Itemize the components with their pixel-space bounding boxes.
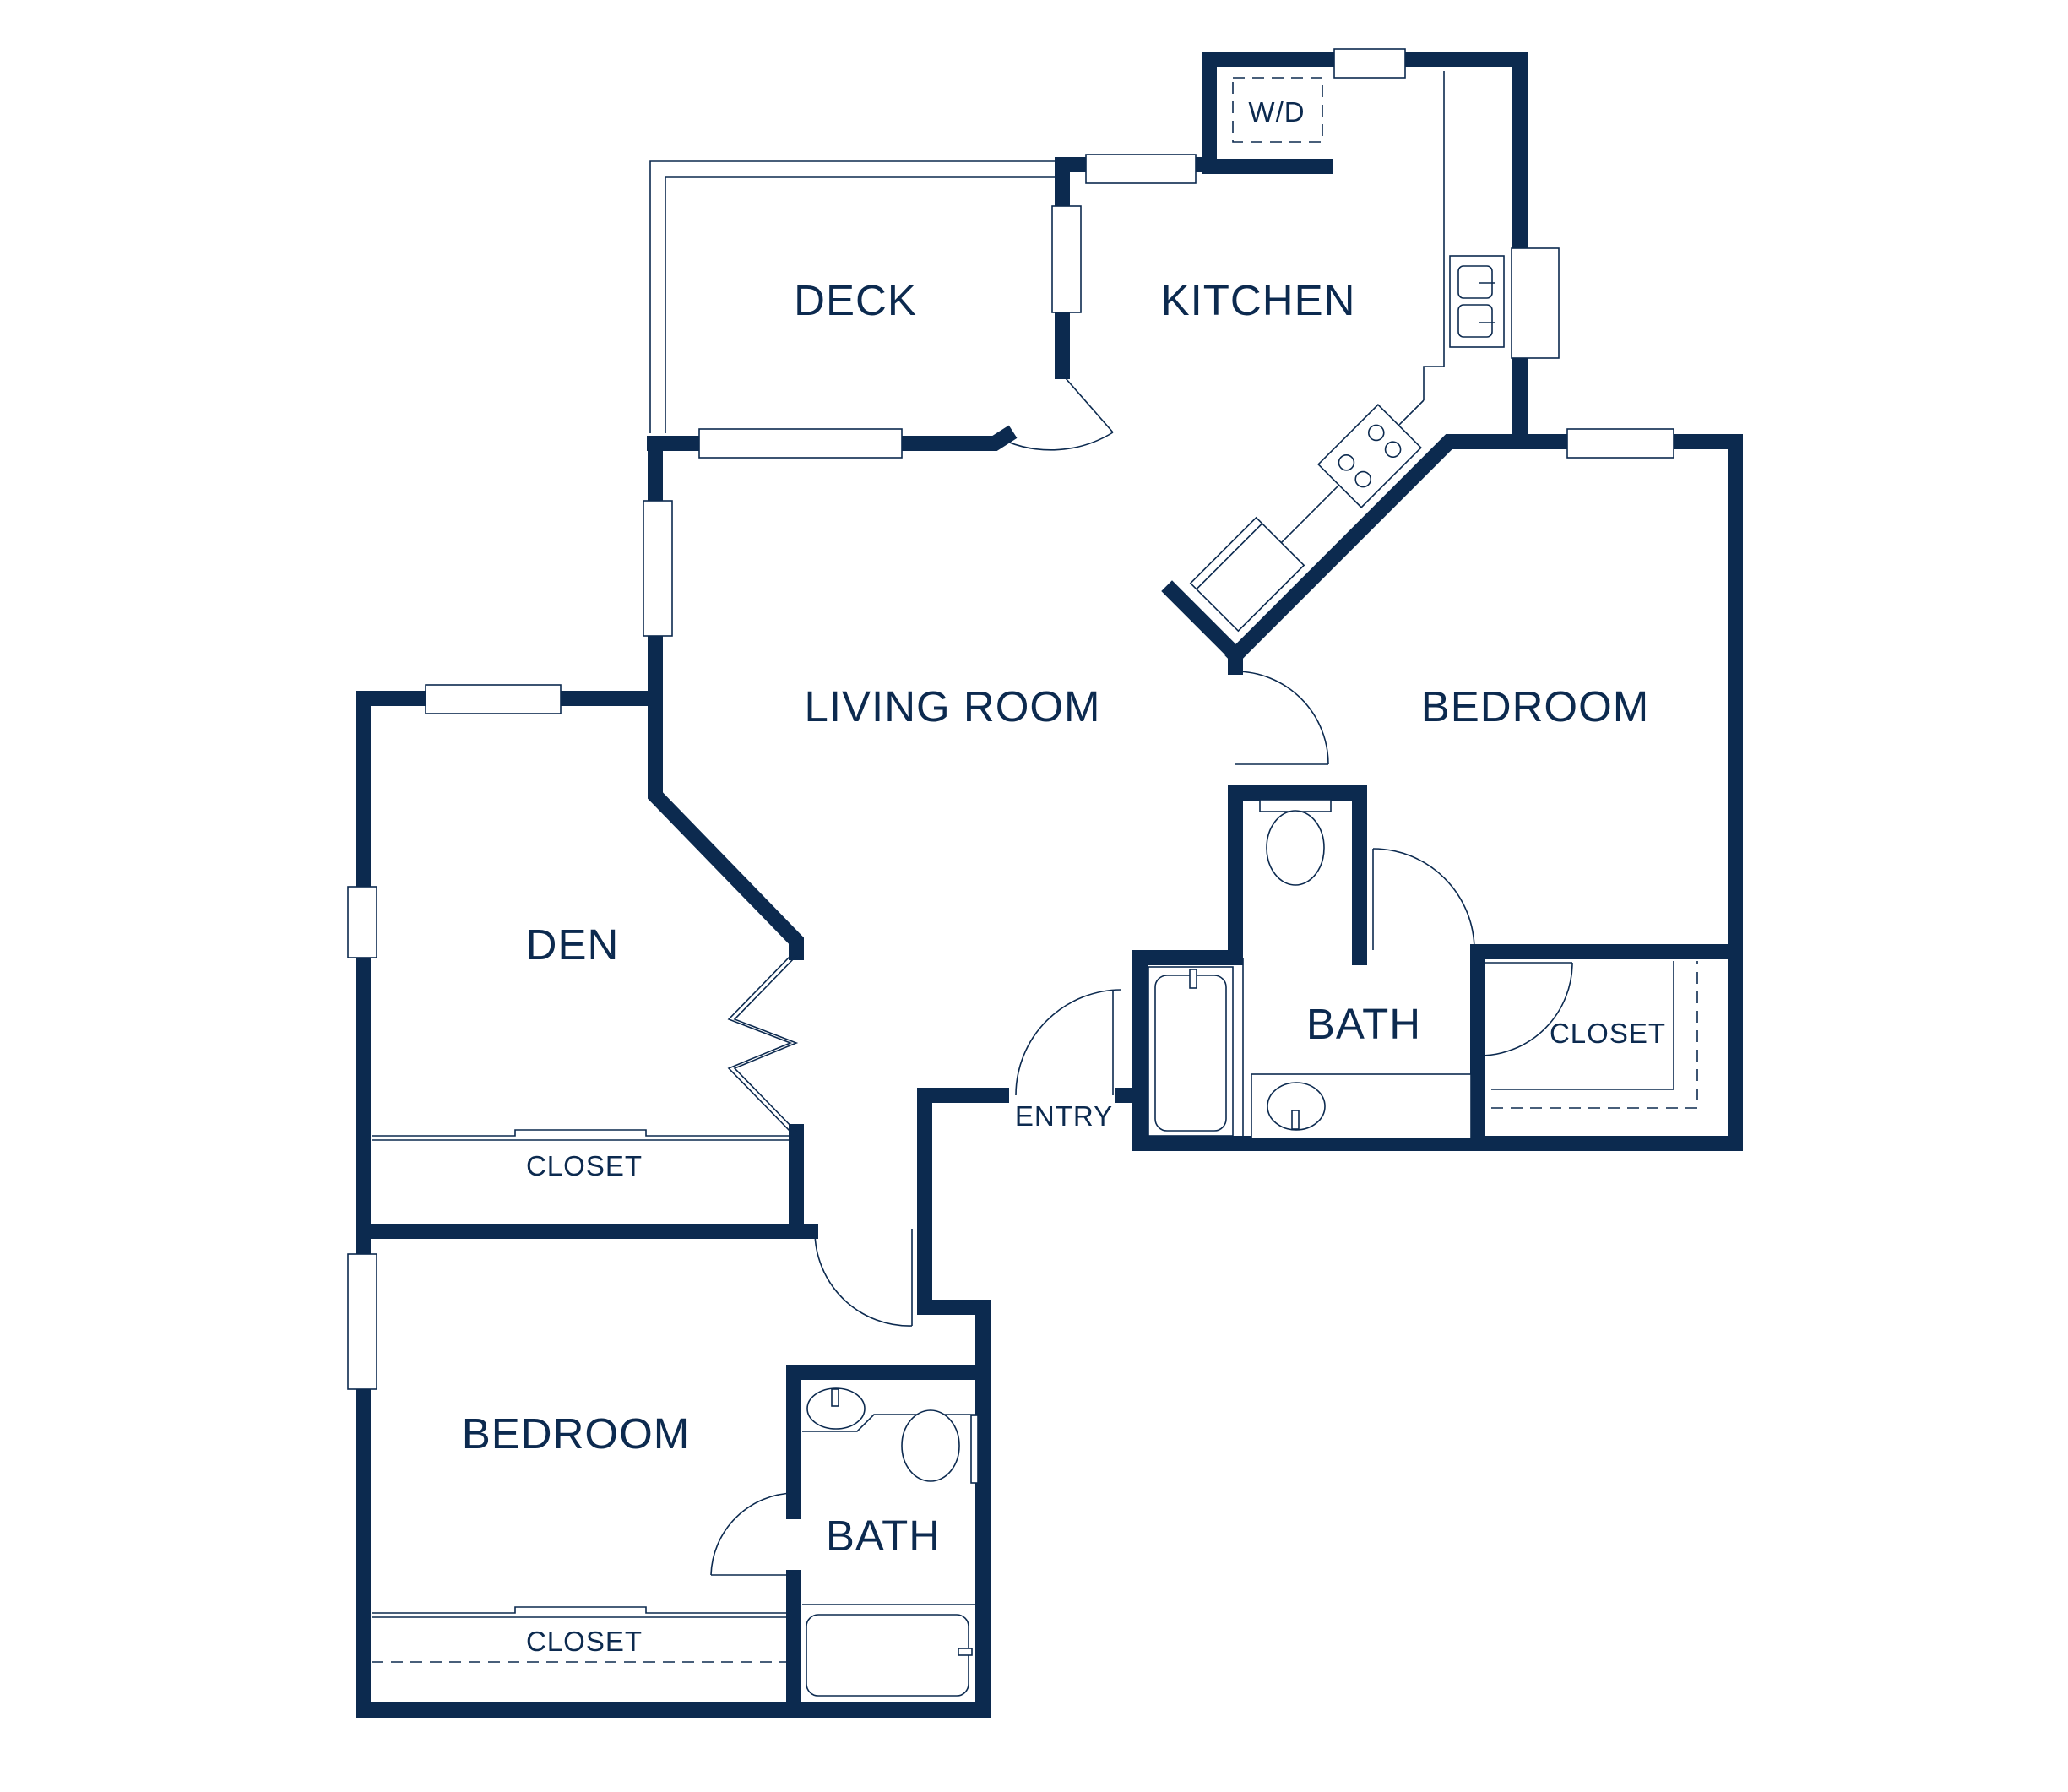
label-closet-right: CLOSET [1550, 1018, 1666, 1049]
sink-icon [806, 1387, 866, 1430]
refrigerator-icon [1189, 516, 1305, 633]
label-closet-bedroom-left: CLOSET [526, 1626, 643, 1657]
label-living-room: LIVING ROOM [804, 682, 1100, 730]
toilet-icon [901, 1409, 960, 1482]
window [1085, 154, 1197, 184]
window [643, 500, 673, 637]
window [347, 1253, 377, 1390]
label-bath-left: BATH [826, 1512, 941, 1560]
washer-dryer-icon [1232, 77, 1323, 143]
toilet-icon [1266, 810, 1325, 886]
label-entry: ENTRY [1015, 1100, 1113, 1132]
sink-icon [1267, 1082, 1326, 1131]
label-deck: DECK [794, 276, 917, 324]
room-labels: DECK KITCHEN W/D LIVING ROOM BEDROOM DEN… [462, 96, 1666, 1657]
stove-icon [1317, 404, 1422, 508]
label-bedroom-left: BEDROOM [462, 1409, 691, 1458]
window [1051, 205, 1082, 313]
left-bath-fixtures [802, 1387, 979, 1697]
closets [372, 961, 1698, 1663]
right-bath-fixtures [1148, 799, 1472, 1139]
window [1333, 48, 1406, 79]
window [425, 684, 562, 714]
bathtub-icon [806, 1614, 969, 1697]
label-washer-dryer: W/D [1248, 96, 1305, 128]
windows [347, 48, 1674, 1390]
label-closet-den: CLOSET [526, 1150, 643, 1181]
window [347, 886, 377, 958]
label-bath-right: BATH [1306, 1000, 1421, 1048]
window [1566, 428, 1674, 459]
label-kitchen: KITCHEN [1161, 276, 1356, 324]
kitchen-fixtures [1189, 71, 1505, 633]
window [698, 428, 903, 459]
window [1511, 247, 1560, 359]
label-bedroom-right: BEDROOM [1421, 682, 1650, 730]
doors [710, 371, 1573, 1576]
label-den: DEN [526, 920, 620, 969]
walls [356, 52, 1743, 1718]
